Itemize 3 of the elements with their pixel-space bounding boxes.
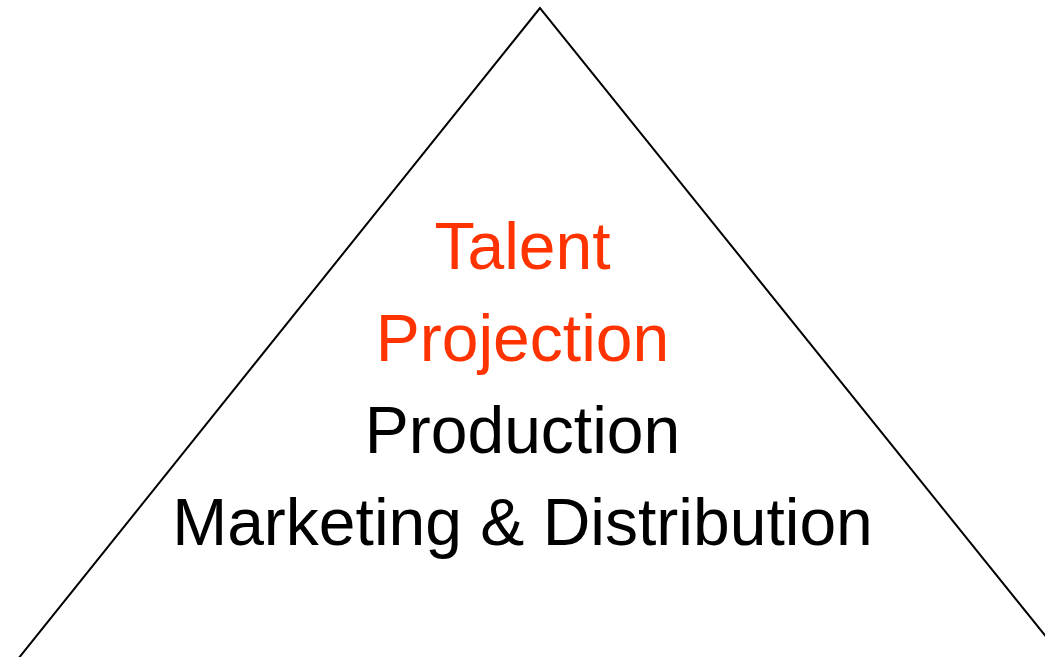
triangle-text: Marketing & Distribution <box>172 484 873 561</box>
triangle-text: Production <box>364 392 681 469</box>
triangle-text: Talent Projection <box>374 208 671 377</box>
